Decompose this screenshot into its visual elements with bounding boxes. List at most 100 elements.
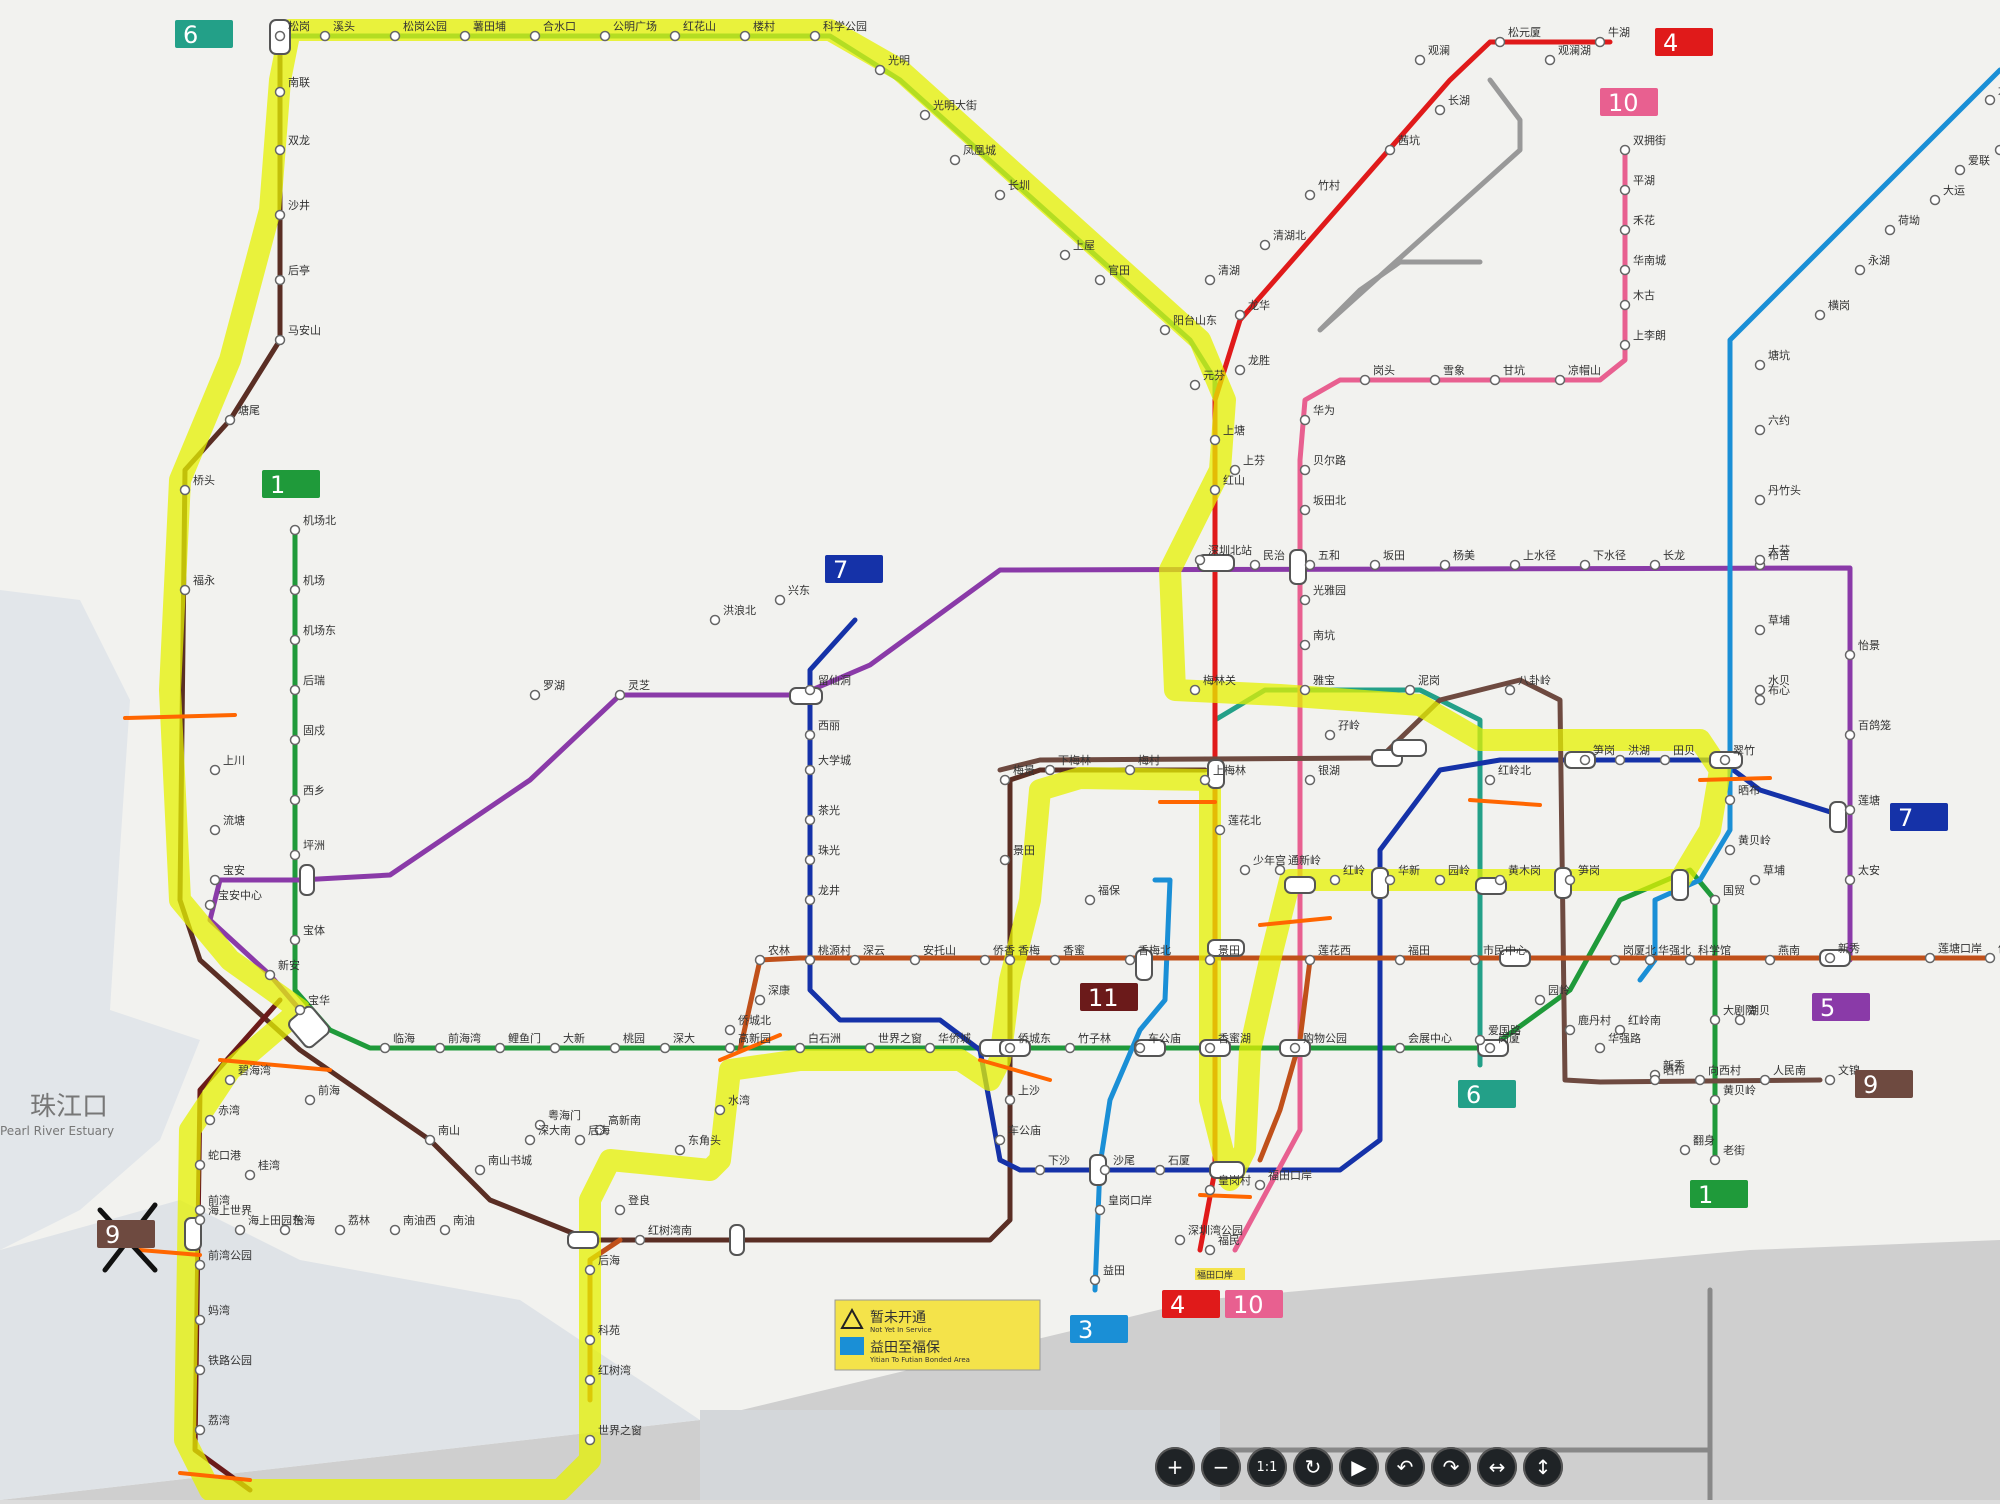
station-label: 园岭	[1548, 983, 1570, 997]
station-label: 大新	[563, 1031, 585, 1045]
station-dot	[1826, 954, 1835, 963]
station-dot	[1711, 896, 1720, 905]
station-dot	[806, 816, 815, 825]
station-label: 松元厦	[1508, 25, 1541, 39]
station-dot	[1681, 1146, 1690, 1155]
station-label: 新安	[278, 958, 300, 972]
station-dot	[226, 416, 235, 425]
station-dot	[381, 1044, 390, 1053]
line-badge-number: 6	[183, 21, 198, 49]
station-label: 雪象	[1443, 364, 1465, 377]
station-label: 世界之窗	[598, 1423, 642, 1437]
station-dot	[1621, 266, 1630, 275]
station-label: 合水口	[543, 19, 576, 33]
station-dot	[391, 1226, 400, 1235]
station-label: 黄木岗	[1508, 863, 1541, 877]
station-label: 科学公园	[823, 19, 867, 33]
station-dot	[1711, 1096, 1720, 1105]
line-badge-number: 9	[105, 1221, 120, 1249]
station-label: 爱国路	[1488, 1024, 1521, 1037]
interchange	[300, 865, 314, 895]
station-dot	[1066, 1044, 1075, 1053]
zoom-in-button[interactable]: +	[1155, 1447, 1195, 1487]
station-label: 后亭	[288, 263, 310, 277]
station-label: 坂田北	[1313, 494, 1346, 507]
station-label: 后瑞	[303, 673, 325, 687]
station-label: 茜坑	[1398, 133, 1420, 147]
station-label: 侨香	[993, 944, 1015, 957]
line-badge-number: 7	[1898, 804, 1913, 832]
interchange	[1392, 740, 1426, 756]
station-label: 市民中心	[1483, 943, 1527, 957]
station-label: 观澜湖	[1558, 43, 1591, 57]
station-label: 机场	[303, 573, 325, 587]
station-dot	[1306, 191, 1315, 200]
station-label: 怡海	[293, 1213, 315, 1227]
station-dot	[1306, 776, 1315, 785]
station-label: 草埔	[1768, 614, 1790, 627]
line-badge-number: 7	[833, 556, 848, 584]
station-label: 丹竹头	[1768, 483, 1801, 497]
station-label: 草埔	[1763, 864, 1785, 877]
station-dot	[531, 32, 540, 41]
station-label: 南联	[288, 76, 310, 89]
station-dot	[756, 996, 765, 1005]
station-dot	[1386, 146, 1395, 155]
station-dot	[1091, 1276, 1100, 1285]
station-label: 南山书城	[488, 1154, 532, 1167]
station-label: 岗厦北	[1623, 944, 1656, 957]
station-dot	[1096, 1206, 1105, 1215]
station-label: 笋岗	[1593, 743, 1615, 757]
station-dot	[1211, 486, 1220, 495]
zoom-out-button[interactable]: −	[1201, 1447, 1241, 1487]
lower-panel	[700, 1410, 1220, 1500]
station-dot	[246, 1171, 255, 1180]
minus-icon: −	[1213, 1455, 1230, 1479]
undo-button[interactable]: ↶	[1385, 1447, 1425, 1487]
station-dot	[1206, 1186, 1215, 1195]
station-dot	[551, 1044, 560, 1053]
actual-size-button[interactable]: 1:1	[1247, 1447, 1287, 1487]
station-label: 六约	[1768, 414, 1790, 427]
station-dot	[1476, 1036, 1485, 1045]
station-label: 五和	[1318, 549, 1340, 562]
station-dot	[1766, 956, 1775, 965]
station-label: 爱联	[1968, 154, 1990, 167]
station-label: 皇岗村	[1218, 1173, 1251, 1187]
viewer-toolbar: +−1:1↻▶↶↷↔↕	[1155, 1447, 1563, 1493]
flip-vertical-button[interactable]: ↕	[1523, 1447, 1563, 1487]
station-label: 上梅林	[1213, 763, 1246, 777]
station-dot	[1536, 996, 1545, 1005]
station-dot	[911, 956, 920, 965]
station-label: 凤凰城	[963, 144, 996, 157]
station-label: 下梅林	[1058, 753, 1091, 767]
station-dot	[1006, 1044, 1015, 1053]
interchange	[730, 1225, 744, 1255]
station-label: 贝尔路	[1313, 454, 1346, 467]
station-dot	[1611, 956, 1620, 965]
station-label: 向西村	[1708, 1063, 1741, 1077]
legend-title-en: Not Yet In Service	[870, 1326, 932, 1334]
station-dot	[1696, 1076, 1705, 1085]
station-dot	[1996, 146, 2000, 155]
station-label: 竹村	[1318, 178, 1340, 192]
station-label: 东角头	[688, 1134, 721, 1147]
redo-button[interactable]: ↷	[1431, 1447, 1471, 1487]
line-badge-number: 6	[1466, 1081, 1481, 1109]
station-dot	[1491, 376, 1500, 385]
line-badge-number: 3	[1078, 1316, 1093, 1344]
station-dot	[1441, 561, 1450, 570]
station-dot	[711, 616, 720, 625]
station-dot	[1436, 876, 1445, 885]
station-label: 科苑	[598, 1323, 620, 1337]
station-dot	[1756, 496, 1765, 505]
play-button[interactable]: ▶	[1339, 1447, 1379, 1487]
station-label: 坪洲	[303, 839, 325, 852]
station-dot	[661, 1044, 670, 1053]
station-label: 凉帽山	[1568, 363, 1601, 377]
station-label: 南坑	[1313, 628, 1335, 642]
rotate-button[interactable]: ↻	[1293, 1447, 1333, 1487]
station-label: 机场东	[303, 623, 336, 637]
station-dot	[741, 32, 750, 41]
flip-horizontal-button[interactable]: ↔	[1477, 1447, 1517, 1487]
